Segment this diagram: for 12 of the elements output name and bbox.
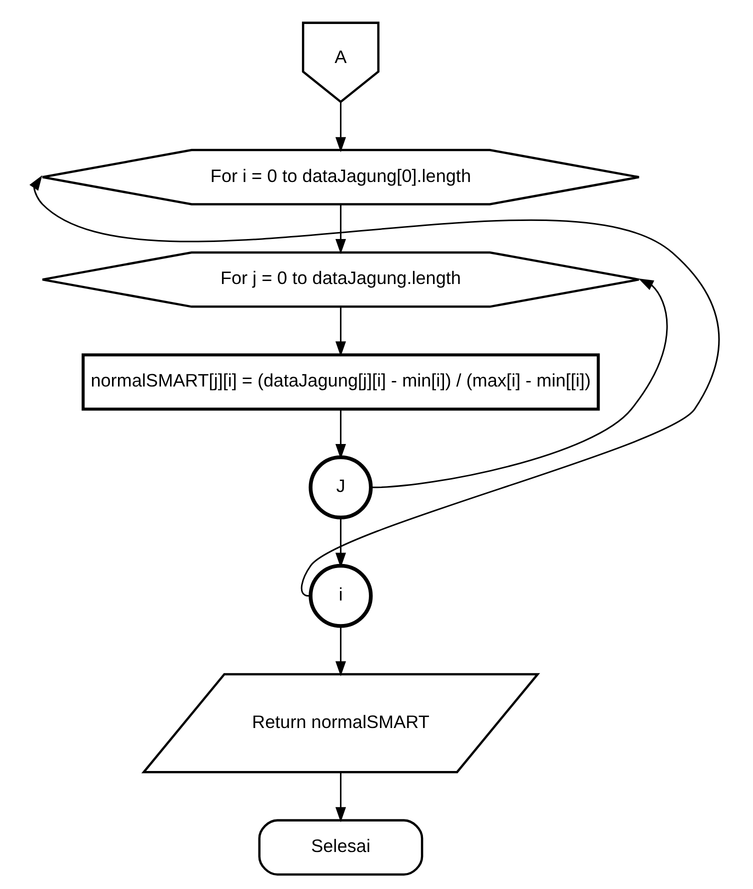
node-circle: i bbox=[308, 564, 372, 628]
node-box: Selesai bbox=[258, 819, 423, 876]
arrow bbox=[28, 175, 720, 596]
arrow bbox=[334, 204, 346, 254]
arrow bbox=[372, 278, 668, 488]
arrow bbox=[334, 518, 346, 568]
arrow bbox=[334, 772, 346, 822]
arrow bbox=[334, 626, 346, 676]
arrow bbox=[334, 307, 346, 356]
arrow bbox=[334, 102, 346, 152]
node-circle: J bbox=[308, 455, 372, 520]
node-box: normalSMART[j][i] = (dataJagung[j][i] - min[i]) / (max[i] - min[[i]) bbox=[81, 353, 600, 411]
